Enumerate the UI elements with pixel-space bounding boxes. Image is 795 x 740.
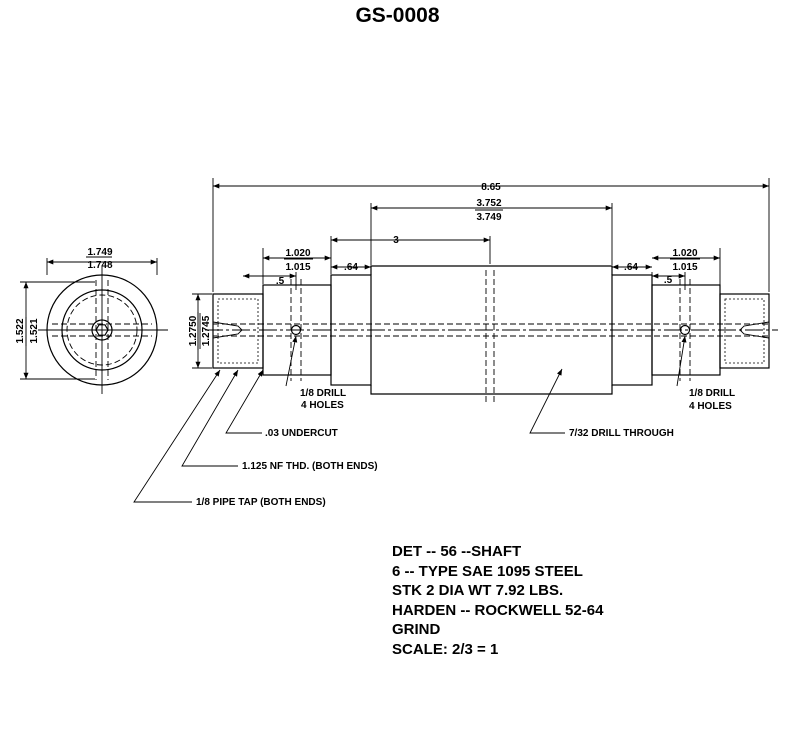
note-material: 6 -- TYPE SAE 1095 STEEL xyxy=(392,562,583,580)
note-harden: HARDEN -- ROCKWELL 52-64 xyxy=(392,601,604,619)
left-shoulder: .64 xyxy=(344,262,358,273)
undercut-callout: .03 UNDERCUT xyxy=(265,428,338,439)
end-width-min: 1.748 xyxy=(87,260,112,271)
thread-callout: 1.125 NF THD. (BOTH ENDS) xyxy=(242,461,378,472)
right-journal-max: 1.020 xyxy=(672,248,697,259)
end-view xyxy=(20,256,168,394)
notes-block: DET -- 56 --SHAFT 6 -- TYPE SAE 1095 STE… xyxy=(392,542,603,660)
left-hole-offset: .5 xyxy=(276,276,285,287)
dimension-lines xyxy=(192,178,770,369)
left-drill-callout-2: 4 HOLES xyxy=(301,400,344,411)
drill-through-callout: 7/32 DRILL THROUGH xyxy=(569,428,674,439)
end-height-max: 1.522 xyxy=(15,318,26,343)
note-stock: STK 2 DIA WT 7.92 LBS. xyxy=(392,582,564,600)
right-shoulder: .64 xyxy=(624,262,638,273)
note-scale: SCALE: 2/3 = 1 xyxy=(392,640,499,658)
right-journal-min: 1.015 xyxy=(672,262,697,273)
left-journal-min: 1.015 xyxy=(285,262,310,273)
side-view xyxy=(205,265,778,404)
right-drill-callout-2: 4 HOLES xyxy=(689,401,732,412)
drawing-title: GS-0008 xyxy=(355,4,440,27)
diameter-max: 1.2750 xyxy=(188,315,199,346)
note-detail: DET -- 56 --SHAFT xyxy=(392,543,522,560)
pipe-tap-callout: 1/8 PIPE TAP (BOTH ENDS) xyxy=(196,497,326,508)
to-center-length: 3 xyxy=(393,235,399,246)
note-grind: GRIND xyxy=(392,621,441,639)
end-height-min: 1.521 xyxy=(29,318,40,343)
center-length-min: 3.749 xyxy=(476,212,501,223)
center-length-max: 3.752 xyxy=(476,198,501,209)
left-journal-max: 1.020 xyxy=(285,248,310,259)
end-width-max: 1.749 xyxy=(87,247,112,258)
callout-leaders xyxy=(133,335,687,503)
diameter-min: 1.2745 xyxy=(201,315,212,346)
overall-length: 8.65 xyxy=(481,182,501,193)
left-drill-callout-1: 1/8 DRILL xyxy=(300,388,346,399)
right-hole-offset: .5 xyxy=(664,275,673,286)
right-drill-callout-1: 1/8 DRILL xyxy=(689,388,735,399)
